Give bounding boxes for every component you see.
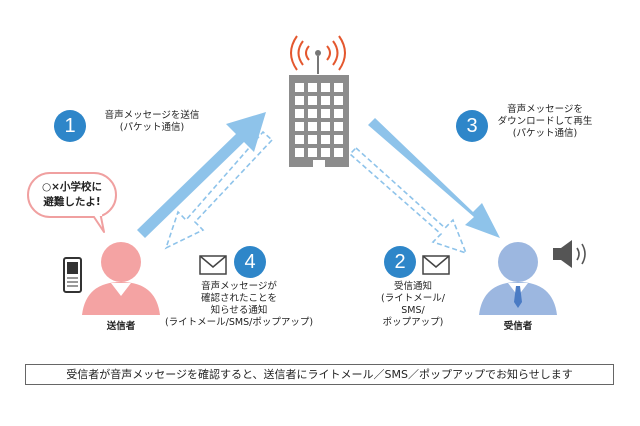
- antenna-icon: [290, 35, 346, 74]
- speech-bubble-text: ○×小学校に 避難したよ!: [42, 181, 102, 208]
- receiver-label: 受信者: [503, 321, 533, 332]
- building-window: [334, 83, 343, 92]
- step-2-text: 受信通知 (ライトメール/ SMS/ ポップアップ): [381, 281, 445, 328]
- sender-avatar: [82, 242, 160, 315]
- building-window: [308, 109, 317, 118]
- building-window: [334, 122, 343, 131]
- speech-bubble: [27, 172, 117, 233]
- arrow-send: [137, 112, 266, 238]
- building-window: [308, 96, 317, 105]
- step-3-text: 音声メッセージを ダウンロードして再生 (パケット通信): [497, 104, 593, 139]
- building-window: [308, 135, 317, 144]
- building-window: [295, 83, 304, 92]
- building-icon: [289, 75, 349, 167]
- step-1-badge: 1: [54, 110, 86, 142]
- step-4-badge: 4: [234, 246, 266, 278]
- building-window: [321, 83, 330, 92]
- receiver-avatar: [479, 242, 557, 315]
- sender-label: 送信者: [106, 321, 136, 332]
- building-window: [321, 135, 330, 144]
- building-window: [321, 109, 330, 118]
- step-2-badge: 2: [384, 246, 416, 278]
- phone-icon: [63, 257, 82, 293]
- arrow-receive-notify: [348, 146, 468, 255]
- building-window: [321, 96, 330, 105]
- building-window: [321, 148, 330, 157]
- building-window: [334, 148, 343, 157]
- arrow-notify-sender: [164, 130, 274, 250]
- building-window: [308, 148, 317, 157]
- building-window: [334, 109, 343, 118]
- building-window: [334, 135, 343, 144]
- step-1-text: 音声メッセージを送信 (パケット通信): [104, 110, 200, 133]
- building-window: [334, 96, 343, 105]
- step-4-text: 音声メッセージが 確認されたことを 知らせる通知 (ライトメール/SMS/ポップ…: [164, 281, 314, 328]
- footer-note: 受信者が音声メッセージを確認すると、送信者にライトメール／SMS／ポップアップで…: [25, 364, 614, 385]
- building-window: [295, 109, 304, 118]
- arrow-download: [368, 118, 500, 238]
- building-window: [308, 122, 317, 131]
- building-window: [308, 83, 317, 92]
- envelope-icon: [199, 255, 227, 275]
- speaker-icon: [553, 240, 572, 268]
- step-3-badge: 3: [456, 110, 488, 142]
- envelope-icon: [422, 255, 450, 275]
- building-window: [295, 135, 304, 144]
- building-door: [313, 160, 325, 167]
- building-window: [321, 122, 330, 131]
- building-window: [295, 148, 304, 157]
- building-window: [295, 96, 304, 105]
- sound-waves-icon: [576, 243, 586, 265]
- building-window: [295, 122, 304, 131]
